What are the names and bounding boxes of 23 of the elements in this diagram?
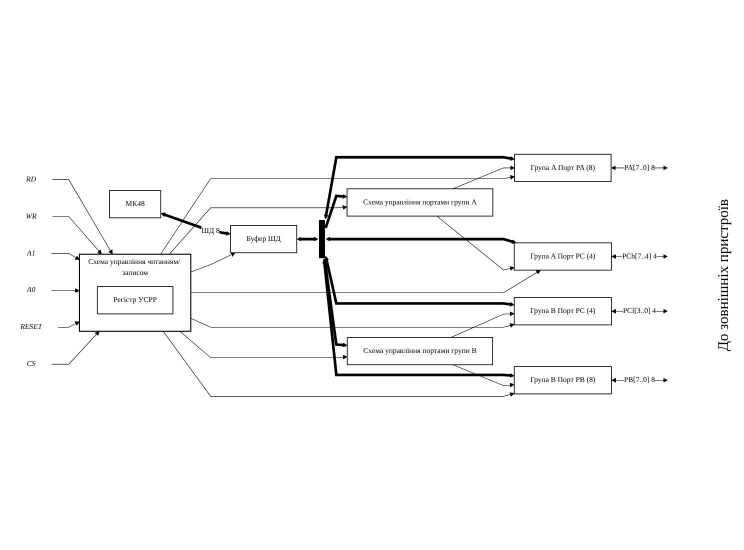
- arrow: [51, 252, 80, 260]
- arrow: [58, 321, 80, 328]
- arrow: [296, 236, 318, 242]
- arrow: [452, 364, 514, 388]
- arrow: [162, 330, 514, 397]
- arrow: [326, 236, 517, 244]
- arrow: [450, 311, 514, 338]
- arrow: [452, 165, 515, 189]
- arrow: [51, 330, 100, 364]
- arrow: [52, 179, 113, 254]
- arrow: [324, 194, 348, 228]
- arrow: [51, 288, 80, 293]
- arrow: [52, 216, 102, 254]
- arrow: [180, 330, 348, 360]
- note-text: До зовнішніх пристроїв: [716, 198, 732, 352]
- arrow: [324, 156, 515, 219]
- arrow: [190, 252, 236, 272]
- arrow: [190, 318, 514, 328]
- arrow: [324, 256, 514, 306]
- arrow: [436, 216, 514, 271]
- arrow: [190, 270, 541, 293]
- arrow: [169, 204, 348, 254]
- arrow: [322, 258, 514, 378]
